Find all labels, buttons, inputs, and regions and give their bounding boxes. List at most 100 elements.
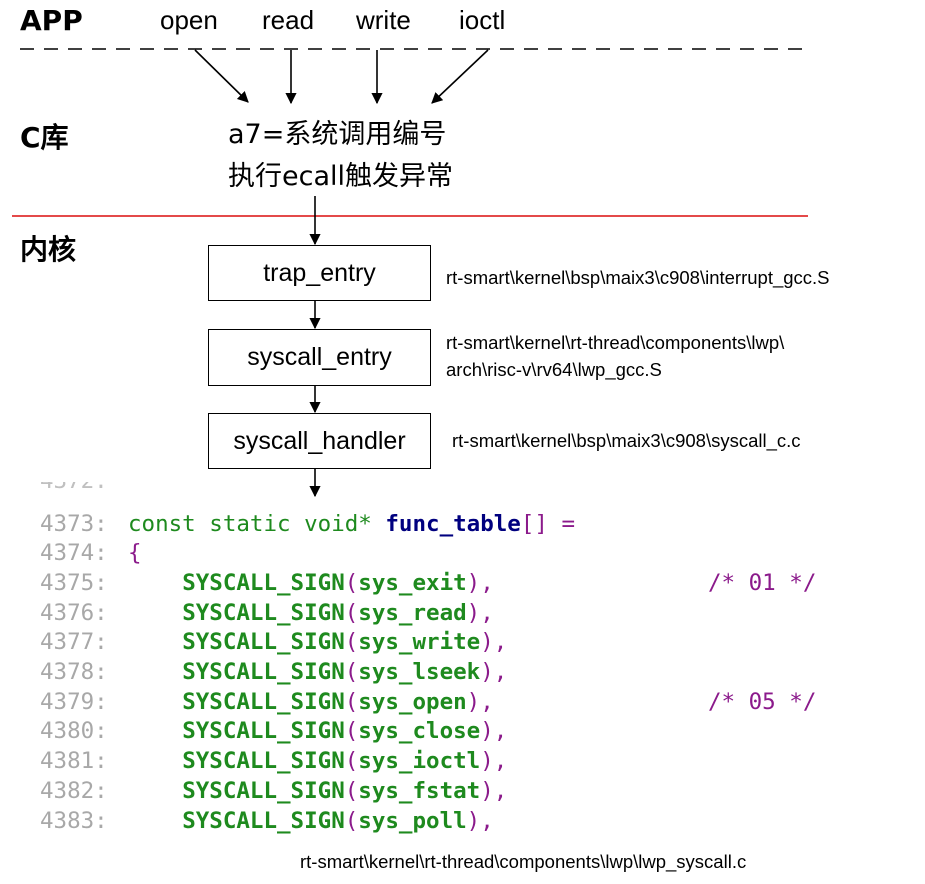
box-trap-entry: trap_entry — [208, 245, 431, 301]
code-indent — [128, 570, 182, 596]
code-paren-close: ), — [466, 688, 494, 715]
code-paren-close: ), — [480, 629, 508, 656]
app-call-read: read — [262, 5, 315, 35]
line-number: 4383: — [40, 807, 108, 834]
code-listing: 4372: 4373: const static void* func_table… — [40, 480, 900, 840]
code-line-entry: 4382: SYSCALL_SIGN(sys_fstat), — [40, 777, 507, 807]
code-macro: SYSCALL_SIGN — [182, 748, 345, 775]
path-line: rt-smart\kernel\bsp\maix3\c908\syscall_c… — [452, 430, 801, 451]
code-indent — [128, 778, 182, 804]
code-open-brace: { — [128, 540, 142, 567]
box-trap-entry-label: trap_entry — [263, 258, 376, 287]
code-paren-open: ( — [344, 659, 359, 685]
line-number: 4381: — [40, 748, 108, 775]
path-line: rt-smart\kernel\bsp\maix3\c908\interrupt… — [446, 267, 830, 288]
line-number: 4379: — [40, 688, 108, 715]
box-syscall-handler-label: syscall_handler — [233, 426, 406, 455]
layer-label-kernel: 内核 — [20, 233, 77, 266]
code-paren-close: ), — [480, 777, 508, 804]
layer-label-app: APP — [20, 4, 83, 37]
line-number: 4374: — [40, 540, 108, 567]
code-paren-open: ( — [344, 777, 359, 804]
path-note-trap-entry: rt-smart\kernel\bsp\maix3\c908\interrupt… — [446, 264, 830, 291]
path-line: arch\risc-v\rv64\lwp_gcc.S — [446, 359, 662, 380]
code-line-entry: 4381: SYSCALL_SIGN(sys_ioctl), — [40, 747, 507, 777]
line-number: 4375: — [40, 569, 108, 596]
code-indent — [128, 718, 182, 744]
code-keywords: const static void* — [128, 510, 386, 537]
code-paren-close: ), — [480, 748, 508, 775]
code-paren-open: ( — [344, 748, 359, 775]
layer-label-clib: C库 — [20, 121, 69, 154]
code-paren-close: ), — [480, 718, 508, 745]
code-macro: SYSCALL_SIGN — [182, 629, 345, 656]
code-line-header: 4373: const static void* func_table[] = — [40, 510, 575, 540]
code-syscall-fn: sys_write — [358, 629, 481, 656]
line-number: 4373: — [40, 510, 108, 537]
app-call-write: write — [356, 5, 411, 35]
code-macro: SYSCALL_SIGN — [182, 688, 345, 715]
code-line-entry: 4383: SYSCALL_SIGN(sys_poll), — [40, 807, 494, 837]
code-syscall-fn: sys_lseek — [358, 659, 481, 685]
code-indent — [128, 748, 182, 774]
code-indent — [128, 600, 182, 626]
code-line-entry: 4375: SYSCALL_SIGN(sys_exit), /* 01 */ — [40, 569, 816, 599]
box-syscall-handler: syscall_handler — [208, 413, 431, 469]
code-paren-open: ( — [344, 629, 359, 656]
code-comment: /* 05 */ — [708, 688, 817, 715]
code-line-entry: 4378: SYSCALL_SIGN(sys_lseek), — [40, 658, 507, 688]
code-syscall-fn: sys_close — [358, 718, 481, 745]
line-number: 4376: — [40, 599, 108, 626]
code-syscall-fn: sys_open — [358, 688, 467, 715]
app-call-ioctl: ioctl — [459, 5, 506, 35]
code-table-name: func_table — [385, 510, 521, 537]
code-line-brace: 4374: { — [40, 539, 142, 569]
code-paren-open: ( — [344, 807, 359, 834]
code-line-entry: 4376: SYSCALL_SIGN(sys_read), — [40, 599, 494, 629]
path-note-syscall-entry: rt-smart\kernel\rt-thread\components\lwp… — [446, 329, 784, 383]
code-macro: SYSCALL_SIGN — [182, 807, 345, 834]
line-number: 4382: — [40, 777, 108, 804]
code-header-suffix: [] = — [520, 510, 576, 537]
code-macro: SYSCALL_SIGN — [182, 718, 345, 745]
path-line: rt-smart\kernel\rt-thread\components\lwp… — [446, 332, 785, 353]
path-line: rt-smart\kernel\rt-thread\components\lwp… — [300, 851, 747, 872]
source-path-syscall-table: rt-smart\kernel\rt-thread\components\lwp… — [300, 848, 746, 875]
code-comment: /* 01 */ — [708, 569, 817, 596]
code-syscall-fn: sys_exit — [358, 569, 467, 596]
code-paren-close: ), — [466, 599, 494, 626]
line-number: 4380: — [40, 718, 108, 745]
code-syscall-fn: sys_poll — [358, 807, 467, 834]
partial-line-number: 4372: — [40, 482, 108, 496]
code-line-entry: 4380: SYSCALL_SIGN(sys_close), — [40, 717, 507, 747]
code-paren-open: ( — [344, 569, 359, 596]
code-line-entry: 4377: SYSCALL_SIGN(sys_write), — [40, 628, 507, 658]
code-indent — [128, 629, 182, 655]
code-syscall-fn: sys_read — [358, 599, 467, 626]
path-note-syscall-handler: rt-smart\kernel\bsp\maix3\c908\syscall_c… — [452, 427, 801, 454]
code-paren-open: ( — [344, 599, 359, 626]
app-call-open: open — [160, 5, 218, 35]
code-paren-close: ), — [466, 569, 494, 596]
box-syscall-entry-label: syscall_entry — [247, 343, 392, 371]
code-paren-open: ( — [344, 688, 359, 715]
clib-step-ecall: 执行ecall触发异常 — [228, 161, 454, 192]
code-macro: SYSCALL_SIGN — [182, 569, 345, 596]
code-macro: SYSCALL_SIGN — [182, 599, 345, 626]
arrow-open — [194, 49, 249, 103]
code-indent — [128, 689, 182, 715]
box-syscall-entry: syscall_entry — [208, 329, 431, 386]
line-number: 4378: — [40, 659, 108, 685]
code-macro: SYSCALL_SIGN — [182, 659, 345, 685]
code-syscall-fn: sys_fstat — [358, 777, 481, 804]
code-indent — [128, 808, 182, 834]
code-paren-close: ), — [480, 659, 508, 685]
code-paren-close: ), — [466, 807, 494, 834]
code-indent — [128, 659, 182, 685]
line-number: 4377: — [40, 629, 108, 656]
arrow-ioctl — [431, 49, 489, 104]
code-paren-open: ( — [344, 718, 359, 745]
code-line-entry: 4379: SYSCALL_SIGN(sys_open), /* 05 */ — [40, 688, 816, 718]
clib-step-set-a7: a7=系统调用编号 — [228, 119, 447, 150]
